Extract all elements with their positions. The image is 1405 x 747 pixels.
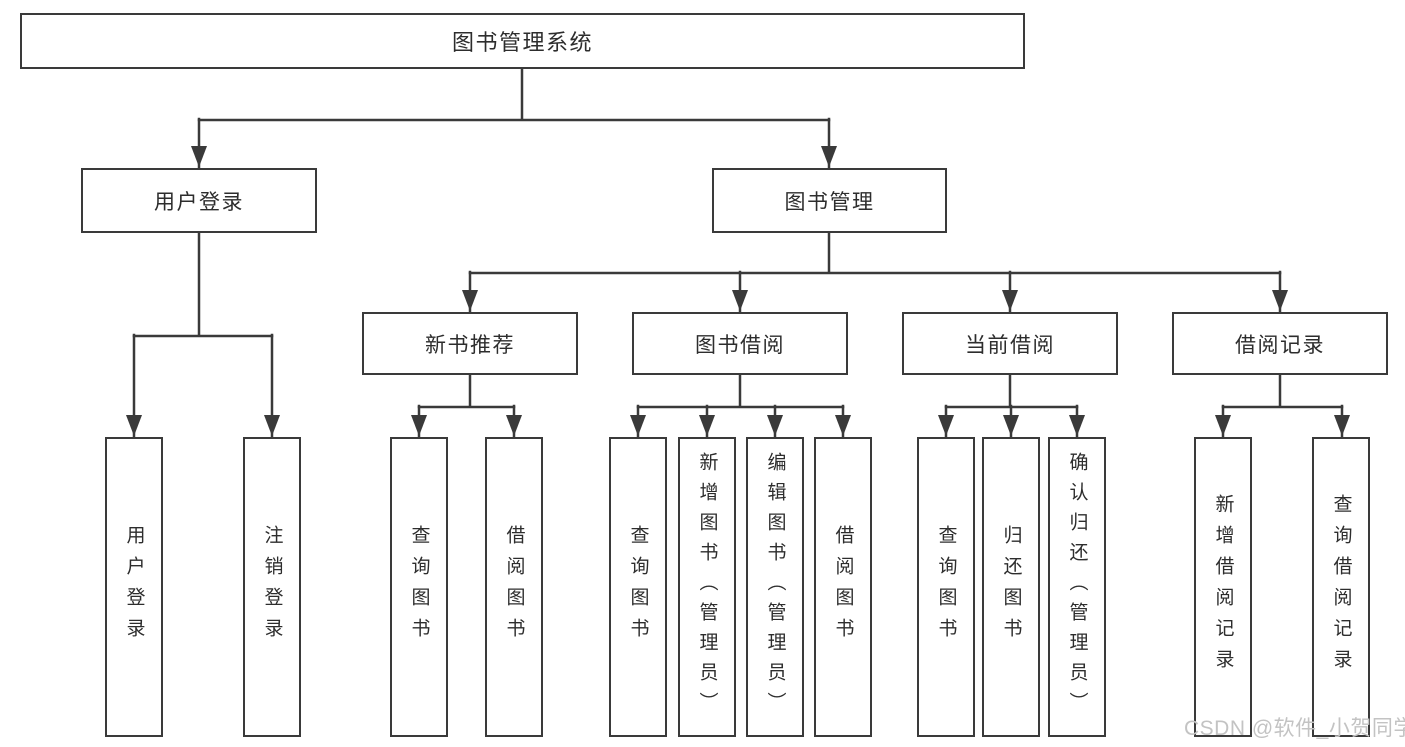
leaf-br-query-record: 查询借阅记录 xyxy=(1312,437,1370,737)
leaf-bb-borrow-books-label: 借阅图书 xyxy=(832,525,854,649)
csdn-watermark: CSDN @软件_小贺同学 xyxy=(1184,717,1405,740)
leaf-cb-query-books-label: 查询图书 xyxy=(935,525,957,649)
node-root-label: 图书管理系统 xyxy=(451,30,593,55)
node-root: 图书管理系统 xyxy=(20,13,1025,69)
leaf-logout-label: 注销登录 xyxy=(261,525,283,649)
node-current-borrow: 当前借阅 xyxy=(902,312,1118,375)
leaf-bb-borrow-books: 借阅图书 xyxy=(814,437,872,737)
leaf-nbr-query-books: 查询图书 xyxy=(390,437,448,737)
leaf-cb-query-books: 查询图书 xyxy=(917,437,975,737)
connector-login-trunk xyxy=(132,231,274,338)
leaf-bb-query-books: 查询图书 xyxy=(609,437,667,737)
node-borrow-record: 借阅记录 xyxy=(1172,312,1388,375)
connector-mgmt-trunk xyxy=(468,231,1282,275)
leaf-user-login: 用户登录 xyxy=(105,437,163,737)
node-borrow-record-label: 借阅记录 xyxy=(1235,333,1325,357)
leaf-bb-edit-books-admin: 编辑图书（管理员） xyxy=(746,437,804,737)
connector-br-trunk xyxy=(1221,373,1344,409)
node-current-borrow-label: 当前借阅 xyxy=(965,333,1055,357)
connector-root-trunk xyxy=(197,67,831,122)
node-new-book-recommend: 新书推荐 xyxy=(362,312,578,375)
connector-cb-trunk xyxy=(944,373,1079,409)
leaf-nbr-borrow-books-label: 借阅图书 xyxy=(503,525,525,649)
leaf-bb-edit-books-admin-label: 编辑图书（管理员） xyxy=(764,452,786,722)
leaf-logout: 注销登录 xyxy=(243,437,301,737)
connector-bb-trunk xyxy=(636,373,845,409)
leaf-cb-return-books-label: 归还图书 xyxy=(1000,525,1022,649)
leaf-cb-return-books: 归还图书 xyxy=(982,437,1040,737)
node-new-book-recommend-label: 新书推荐 xyxy=(425,333,515,357)
node-book-management: 图书管理 xyxy=(712,168,947,233)
node-user-login-label: 用户登录 xyxy=(154,190,244,214)
leaf-bb-add-books-admin: 新增图书（管理员） xyxy=(678,437,736,737)
node-user-login: 用户登录 xyxy=(81,168,317,233)
node-book-borrow-label: 图书借阅 xyxy=(695,333,785,357)
leaf-cb-confirm-return-admin: 确认归还（管理员） xyxy=(1048,437,1106,737)
leaf-bb-query-books-label: 查询图书 xyxy=(627,525,649,649)
connector-nbr-trunk xyxy=(417,373,516,409)
node-book-management-label: 图书管理 xyxy=(784,190,875,214)
leaf-user-login-label: 用户登录 xyxy=(123,525,145,649)
leaf-br-add-record-label: 新增借阅记录 xyxy=(1212,494,1234,680)
leaf-bb-add-books-admin-label: 新增图书（管理员） xyxy=(696,452,718,722)
node-book-borrow: 图书借阅 xyxy=(632,312,848,375)
leaf-br-query-record-label: 查询借阅记录 xyxy=(1330,494,1352,680)
leaf-cb-confirm-return-admin-label: 确认归还（管理员） xyxy=(1066,452,1088,722)
leaf-nbr-query-books-label: 查询图书 xyxy=(408,525,430,649)
leaf-nbr-borrow-books: 借阅图书 xyxy=(485,437,543,737)
leaf-br-add-record: 新增借阅记录 xyxy=(1194,437,1252,737)
